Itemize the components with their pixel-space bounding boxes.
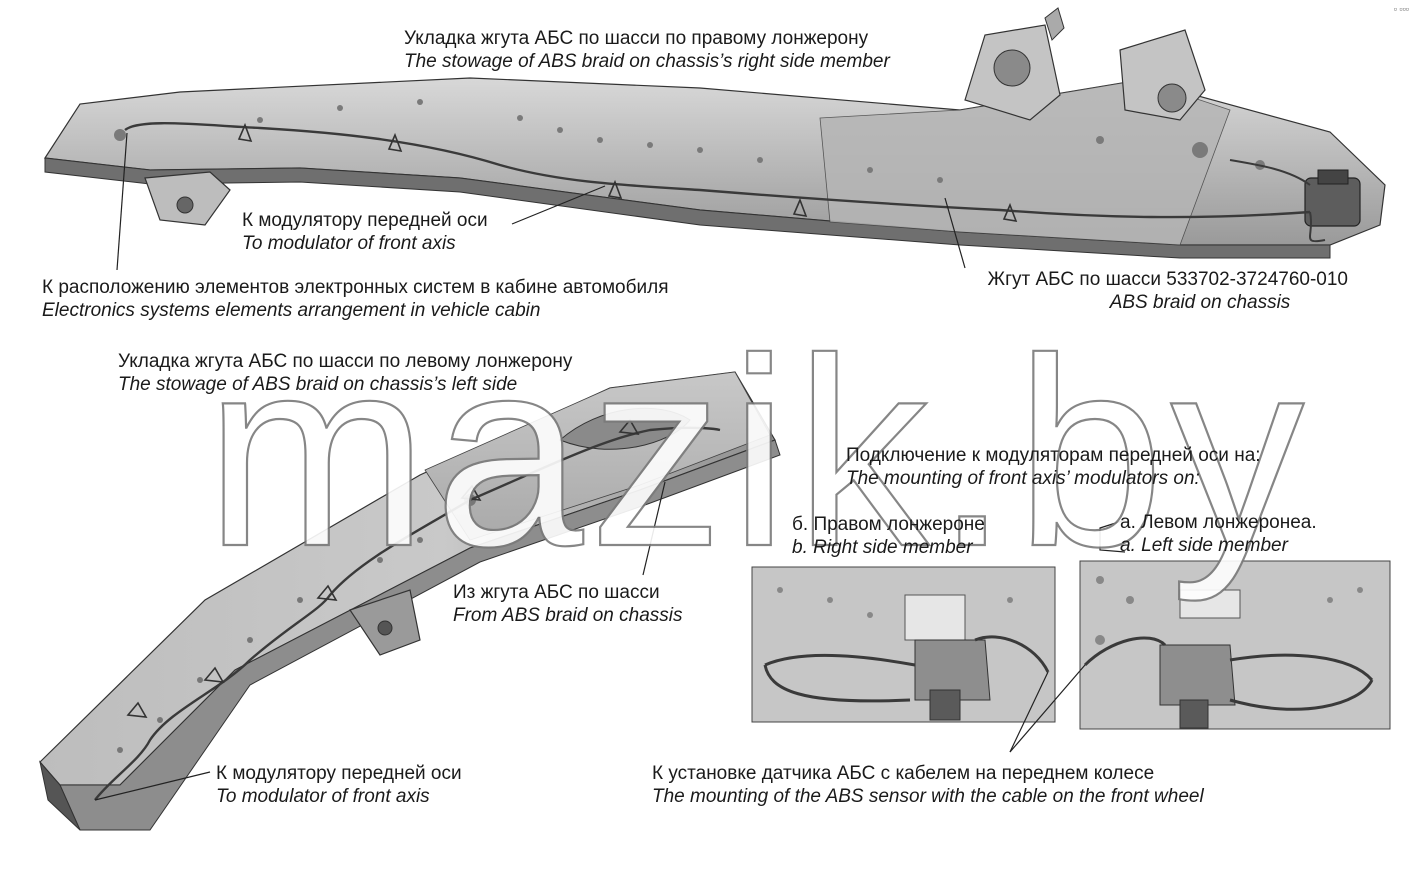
right-member-title-en: The stowage of ABS braid on chassis’s ri…: [404, 51, 890, 72]
leader-lines-insets: [1009, 519, 1126, 753]
inset-left-member: [1079, 560, 1391, 730]
right-member-inset-label: б. Правом лонжероне b. Right side member: [792, 513, 985, 559]
right-member-inset-ru: б. Правом лонжероне: [792, 514, 985, 535]
left-member-title-ru: Укладка жгута АБС по шасси по левому лон…: [118, 351, 573, 372]
from-braid-en: From ABS braid on chassis: [453, 605, 683, 626]
front-modulator-label-bottom: К модулятору передней оси To modulator o…: [216, 762, 462, 808]
cabin-electronics-label: К расположению элементов электронных сис…: [42, 276, 669, 322]
leader-lines-top: [116, 132, 966, 271]
modulator-connection-label: Подключение к модуляторам передней оси н…: [846, 444, 1261, 490]
left-member-inset-label: а. Левом лонжеронеа. a. Left side member: [1120, 511, 1317, 557]
cabin-electronics-en: Electronics systems elements arrangement…: [42, 300, 541, 321]
left-member-title-en: The stowage of ABS braid on chassis’s le…: [118, 374, 518, 395]
leader-lines-left: [94, 481, 666, 801]
right-member-inset-en: b. Right side member: [792, 537, 973, 558]
modulator-connection-en: The mounting of front axis’ modulators o…: [846, 468, 1200, 489]
inset-right-member: [751, 566, 1056, 723]
left-member-title: Укладка жгута АБС по шасси по левому лон…: [118, 350, 572, 396]
front-modulator-bottom-en: To modulator of front axis: [216, 786, 430, 807]
abs-braid-label: Жгут АБС по шасси 533702-3724760-010 ABS…: [952, 268, 1348, 314]
left-member-inset-en: a. Left side member: [1120, 535, 1288, 556]
right-member-title: Укладка жгута АБС по шасси по правому ло…: [404, 27, 890, 73]
cabin-electronics-ru: К расположению элементов электронных сис…: [42, 277, 669, 298]
modulator-connection-ru: Подключение к модуляторам передней оси н…: [846, 445, 1261, 466]
watermark: mazik.by: [204, 302, 1311, 602]
abs-braid-en: ABS braid on chassis: [1109, 292, 1291, 313]
abs-braid-ru: Жгут АБС по шасси 533702-3724760-010: [987, 269, 1348, 290]
abs-sensor-label: К установке датчика АБС с кабелем на пер…: [652, 762, 1204, 808]
abs-sensor-ru: К установке датчика АБС с кабелем на пер…: [652, 763, 1155, 784]
front-modulator-top-en: To modulator of front axis: [242, 233, 456, 254]
from-braid-label: Из жгута АБС по шасси From ABS braid on …: [453, 581, 683, 627]
corner-mark: ▫ ▫▫▫: [1393, 4, 1409, 14]
right-side-member-frame: [43, 7, 1386, 259]
from-braid-ru: Из жгута АБС по шасси: [453, 582, 660, 603]
front-modulator-label-top: К модулятору передней оси To modulator o…: [242, 209, 488, 255]
front-modulator-bottom-ru: К модулятору передней оси: [216, 763, 462, 784]
left-member-inset-ru: а. Левом лонжеронеа.: [1120, 512, 1317, 533]
front-modulator-top-ru: К модулятору передней оси: [242, 210, 488, 231]
right-member-title-ru: Укладка жгута АБС по шасси по правому ло…: [404, 28, 869, 49]
abs-sensor-en: The mounting of the ABS sensor with the …: [652, 786, 1204, 807]
